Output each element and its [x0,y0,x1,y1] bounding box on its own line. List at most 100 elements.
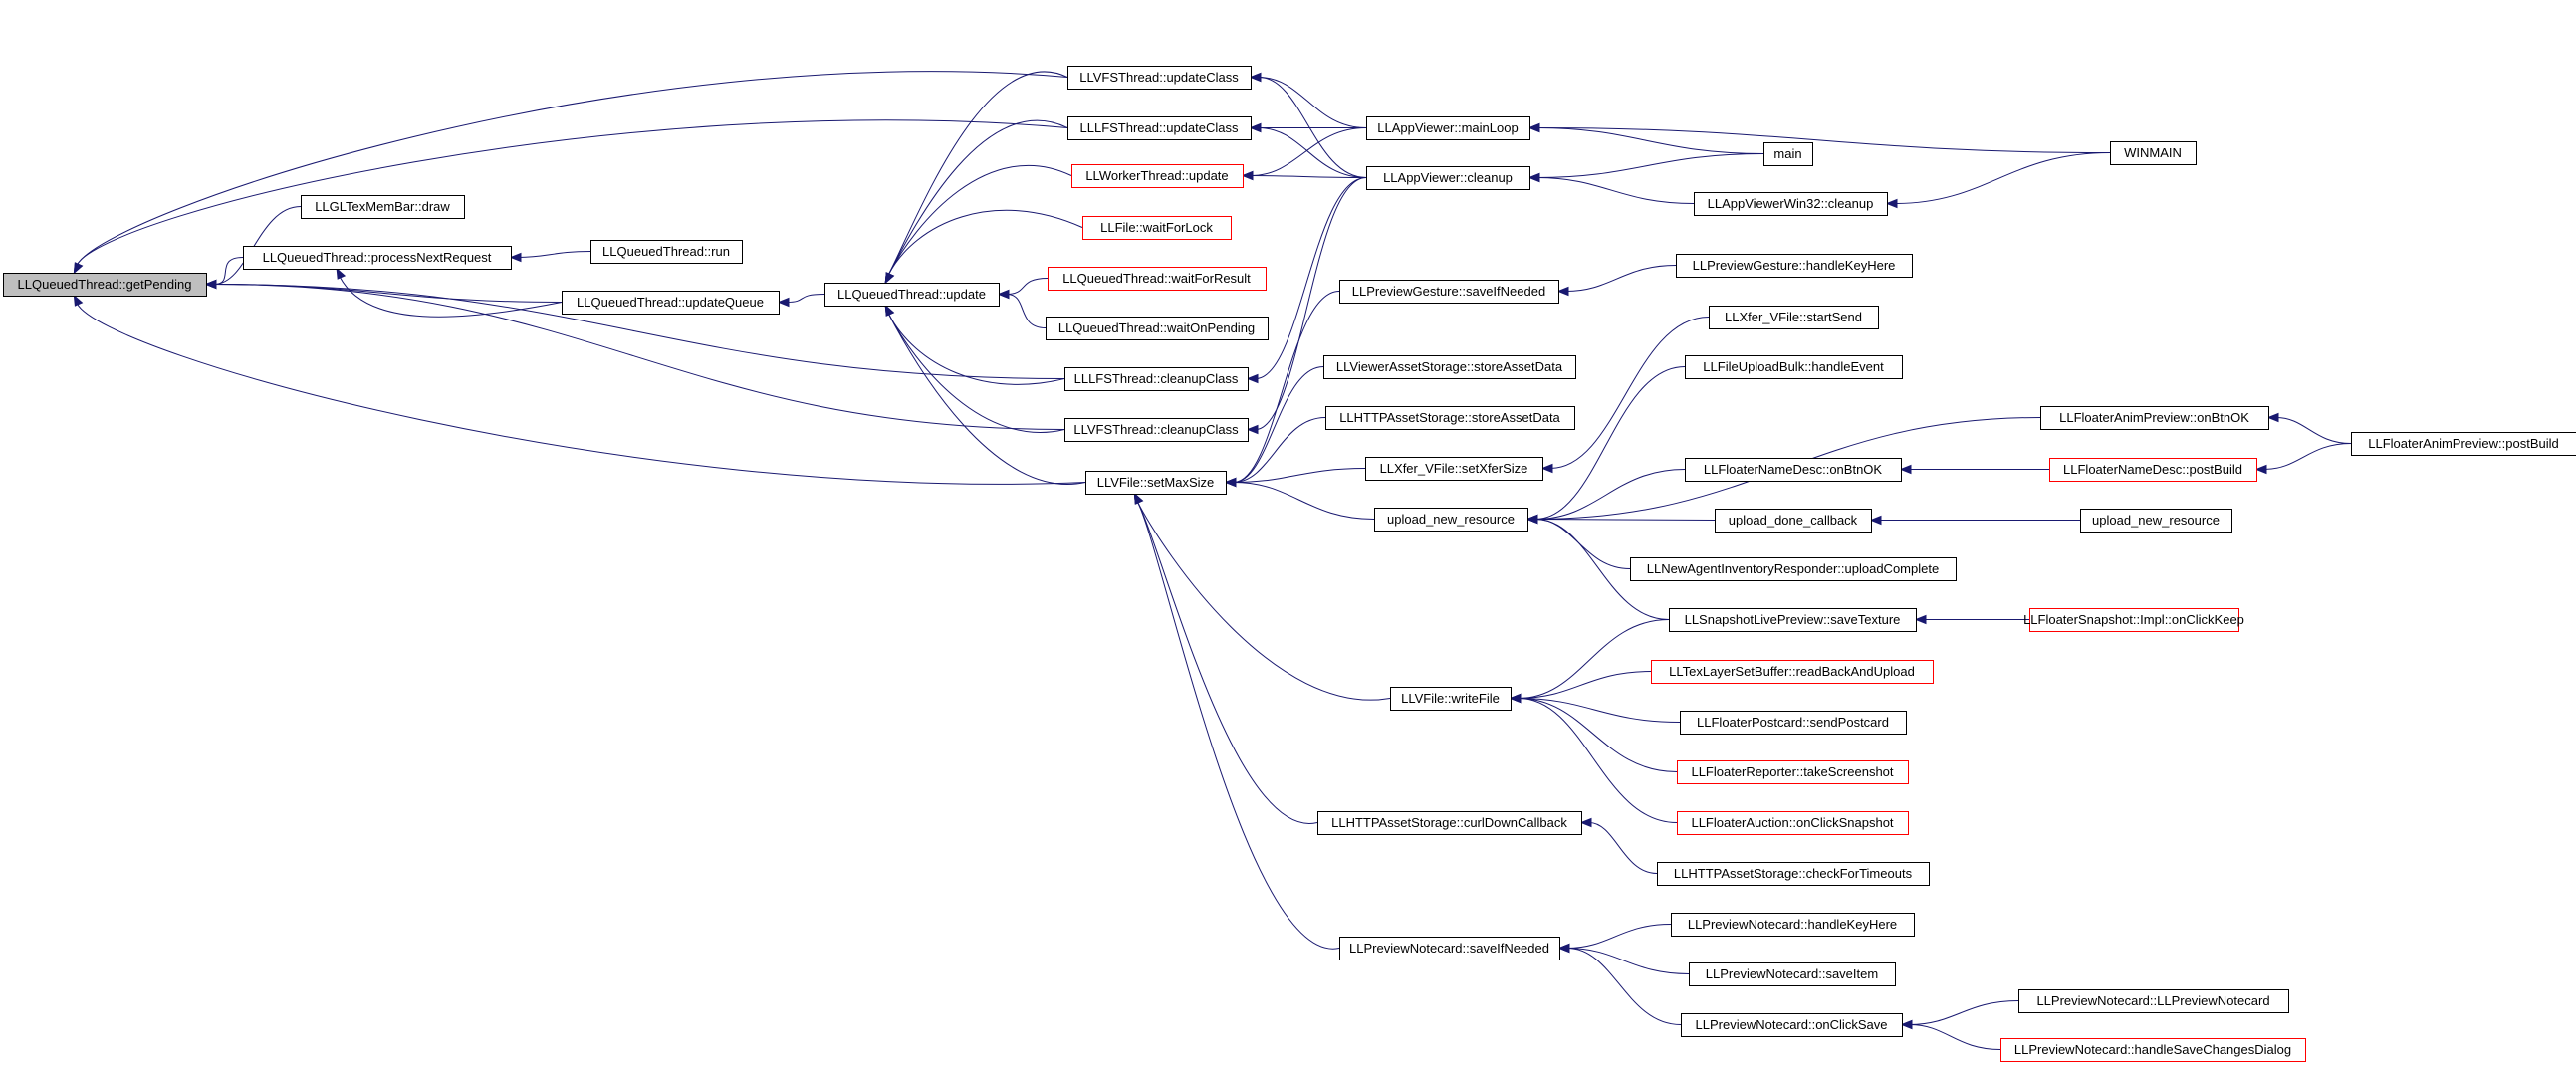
node-winmain[interactable]: WINMAIN [2110,141,2197,165]
node-main[interactable]: main [1763,142,1813,166]
node-win32Cleanup[interactable]: LLAppViewerWin32::cleanup [1694,192,1888,216]
node-vfileWriteFile[interactable]: LLVFile::writeFile [1390,687,1512,711]
node-box [1067,66,1252,90]
node-postcardSend[interactable]: LLFloaterPostcard::sendPostcard [1680,711,1907,735]
node-httpStoreAssetData[interactable]: LLHTTPAssetStorage::storeAssetData [1325,406,1575,430]
node-animPreviewPostBuild[interactable]: LLFloaterAnimPreview::postBuild [2351,432,2576,456]
node-box [562,291,780,315]
node-lfsUpdateClass[interactable]: LLLFSThread::updateClass [1067,116,1252,140]
arrowhead-setMaxSize [1133,492,1144,505]
node-httpCheckForTimeouts[interactable]: LLHTTPAssetStorage::checkForTimeouts [1657,862,1930,886]
arrowhead-notecardOnClickSave [1900,1019,1913,1030]
node-label: LLViewerAssetStorage::storeAssetData [1336,359,1563,374]
edge-uploadDoneCallback-to-uploadNewResource [1534,519,1716,521]
edge-waitForResult-to-qtUpdate [1006,278,1049,295]
node-viewerStoreAssetData[interactable]: LLViewerAssetStorage::storeAssetData [1323,355,1576,379]
edge-processNextRequest-to-getPending [213,257,244,285]
edge-lfsUpdateClass-to-qtUpdate [887,119,1068,276]
node-snapshotSaveTexture[interactable]: LLSnapshotLivePreview::saveTexture [1669,608,1917,632]
arrowhead-httpCurlDownCallback [1579,817,1592,828]
node-label: LLFileUploadBulk::handleEvent [1703,359,1884,374]
node-snapshotOnClickKeep[interactable]: LLFloaterSnapshot::Impl::onClickKeep [2023,608,2244,632]
edge-vfsCleanupClass-to-getPending [213,284,1065,430]
node-appCleanup[interactable]: LLAppViewer::cleanup [1366,166,1530,190]
node-vfsUpdateClass[interactable]: LLVFSThread::updateClass [1067,66,1252,90]
arrowhead-uploadDoneCallback [1869,515,1882,526]
node-notecardSaveItem[interactable]: LLPreviewNotecard::saveItem [1689,962,1896,986]
node-waitForResult[interactable]: LLQueuedThread::waitForResult [1048,267,1267,291]
node-label: LLFloaterNameDesc::postBuild [2063,462,2242,477]
node-waitForLock[interactable]: LLFile::waitForLock [1082,216,1232,240]
node-mainLoop[interactable]: LLAppViewer::mainLoop [1366,116,1530,140]
node-workerUpdate[interactable]: LLWorkerThread::update [1071,164,1244,188]
node-uploadNewResource[interactable]: upload_new_resource [1374,508,1528,532]
node-texLayerReadBack[interactable]: LLTexLayerSetBuffer::readBackAndUpload [1651,660,1934,684]
node-label: LLAppViewer::mainLoop [1377,120,1518,135]
edge-vfsUpdateClass-to-getPending [76,71,1068,266]
node-label: LLPreviewNotecard::LLPreviewNotecard [2036,993,2269,1008]
edge-gestureSaveIfNeeded-to-setMaxSize [1233,291,1340,483]
node-setXferSize[interactable]: LLXfer_VFile::setXferSize [1365,457,1543,481]
node-processNextRequest[interactable]: LLQueuedThread::processNextRequest [243,246,512,270]
node-notecardHandleSaveChanges[interactable]: LLPreviewNotecard::handleSaveChangesDial… [2000,1038,2306,1062]
node-label: LLVFSThread::updateClass [1079,70,1239,85]
node-box [1071,164,1244,188]
node-updateQueue[interactable]: LLQueuedThread::updateQueue [562,291,780,315]
node-lfsCleanupClass[interactable]: LLLFSThread::cleanupClass [1064,367,1249,391]
node-label: LLHTTPAssetStorage::curlDownCallback [1331,815,1567,830]
node-box [1715,509,1872,533]
node-nameDescOnBtnOK[interactable]: LLFloaterNameDesc::onBtnOK [1685,458,1902,482]
node-nameDescPostBuild[interactable]: LLFloaterNameDesc::postBuild [2049,458,2257,482]
edge-reporterScreenshot-to-vfileWriteFile [1518,698,1678,772]
node-box [243,246,512,270]
node-label: LLSnapshotLivePreview::saveTexture [1685,612,1901,627]
node-qtRun[interactable]: LLQueuedThread::run [590,240,743,264]
edges-layer [73,71,2352,1050]
node-label: LLPreviewNotecard::saveItem [1706,966,1878,981]
node-xferStartSend[interactable]: LLXfer_VFile::startSend [1709,306,1879,329]
node-label: LLNewAgentInventoryResponder::uploadComp… [1647,561,1939,576]
node-label: LLLFSThread::updateClass [1080,120,1239,135]
node-label: LLXfer_VFile::startSend [1725,310,1862,324]
node-notecardOnClickSave[interactable]: LLPreviewNotecard::onClickSave [1681,1013,1903,1037]
edge-vfileWriteFile-to-setMaxSize [1136,501,1391,701]
edge-main-to-mainLoop [1536,127,1764,154]
node-uploadNewResource2[interactable]: upload_new_resource [2080,509,2232,533]
node-label: upload_new_resource [2092,513,2220,528]
node-gestureSaveIfNeeded[interactable]: LLPreviewGesture::saveIfNeeded [1339,280,1559,304]
node-notecardSaveIfNeeded[interactable]: LLPreviewNotecard::saveIfNeeded [1339,937,1560,960]
node-waitOnPending[interactable]: LLQueuedThread::waitOnPending [1046,317,1269,340]
node-getPending[interactable]: LLQueuedThread::getPending [3,273,207,297]
node-gestureHandleKeyHere[interactable]: LLPreviewGesture::handleKeyHere [1676,254,1913,278]
edge-gestureHandleKeyHere-to-gestureSaveIfNeeded [1565,265,1677,292]
node-uploadBulkHandleEvent[interactable]: LLFileUploadBulk::handleEvent [1685,355,1903,379]
node-notecardHandleKeyHere[interactable]: LLPreviewNotecard::handleKeyHere [1671,913,1915,937]
edge-postcardSend-to-vfileWriteFile [1518,698,1681,723]
node-label: LLPreviewNotecard::handleSaveChangesDial… [2014,1042,2291,1057]
node-box [1685,355,1903,379]
node-animPreviewOnBtnOK[interactable]: LLFloaterAnimPreview::onBtnOK [2040,406,2269,430]
node-qtUpdate[interactable]: LLQueuedThread::update [824,283,1000,307]
node-label: LLFloaterNameDesc::onBtnOK [1704,462,1883,477]
node-httpCurlDownCallback[interactable]: LLHTTPAssetStorage::curlDownCallback [1317,811,1582,835]
arrowhead-getPending [73,262,84,275]
edge-texMemBarDraw-to-getPending [213,206,302,285]
node-notecardCtor[interactable]: LLPreviewNotecard::LLPreviewNotecard [2018,989,2289,1013]
node-box [1676,254,1913,278]
node-box [301,195,465,219]
node-reporterScreenshot[interactable]: LLFloaterReporter::takeScreenshot [1677,760,1909,784]
node-label: LLFloaterReporter::takeScreenshot [1691,764,1893,779]
edge-workerUpdate-to-qtUpdate [887,164,1072,276]
node-vfsCleanupClass[interactable]: LLVFSThread::cleanupClass [1064,418,1249,442]
node-box [1366,116,1530,140]
node-texMemBarDraw[interactable]: LLGLTexMemBar::draw [301,195,465,219]
node-uploadDoneCallback[interactable]: upload_done_callback [1715,509,1872,533]
arrowhead-setMaxSize [1224,477,1237,488]
node-label: LLFloaterAuction::onClickSnapshot [1691,815,1893,830]
node-setMaxSize[interactable]: LLVFile::setMaxSize [1085,471,1227,495]
node-label: upload_new_resource [1387,512,1515,527]
node-box [1630,557,1957,581]
node-agentInvUploadComplete[interactable]: LLNewAgentInventoryResponder::uploadComp… [1630,557,1957,581]
node-auctionOnClickSnapshot[interactable]: LLFloaterAuction::onClickSnapshot [1677,811,1909,835]
edge-appCleanup-to-vfsUpdateClass [1258,77,1367,178]
